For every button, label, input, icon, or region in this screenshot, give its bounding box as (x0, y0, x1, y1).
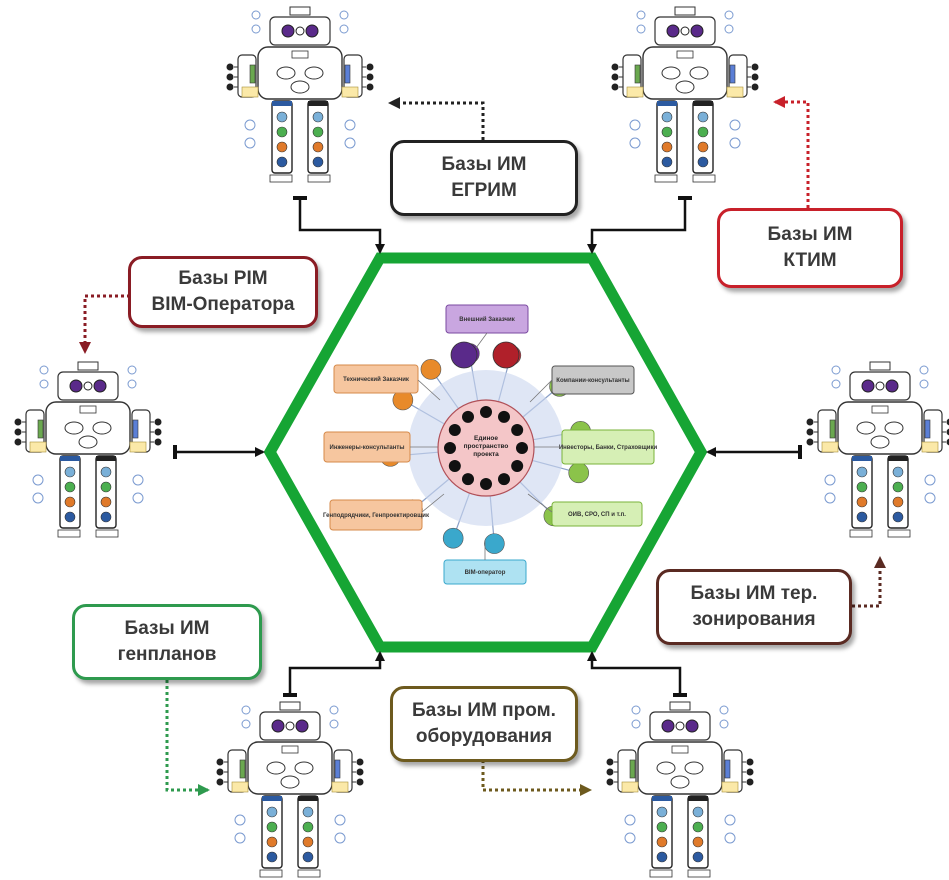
robot-bottom-right (606, 701, 754, 878)
callout-pim-line2: BIM-Оператора (151, 294, 295, 315)
callout-genplan-line1: Базы ИМ (124, 618, 210, 640)
callout-ter-line2: зонирования (692, 609, 816, 630)
hub-node-7: ОИВ, СРО, СП и т.п. (551, 501, 643, 527)
hub-top-red-circle (492, 341, 520, 369)
hub-node-6: Инвесторы, Банки, Страховщики (559, 429, 658, 465)
ter-dotted-connector (852, 556, 886, 608)
hub-dot (511, 424, 524, 436)
callout-genplan-line2: генпланов (117, 644, 217, 665)
hub-node-label: Генподрядчики, Генпроектировщик (323, 513, 429, 519)
callout-ktim: Базы ИМ КТИМ (717, 208, 903, 288)
robot-top-right (611, 6, 759, 183)
hub-outer-circle (484, 533, 505, 554)
pim-dotted-connector (79, 294, 130, 354)
callout-prom-line1: Базы ИМ пром. (412, 700, 556, 722)
hub-dot (448, 460, 461, 472)
hub-outer-circle (442, 527, 464, 549)
hub-dot (462, 473, 474, 486)
prom-dotted-connector (481, 760, 592, 796)
egrim-dotted-connector (388, 97, 485, 140)
hexagon-frame (263, 252, 708, 653)
hub-node-box (551, 501, 643, 527)
callout-prom: Базы ИМ пром. оборудования (390, 686, 578, 762)
hub-node-connector (475, 332, 488, 349)
callout-connectors (79, 96, 886, 796)
hub-node-label: Инвесторы, Банки, Страховщики (559, 445, 658, 451)
hub-node-2: Инженеры-консультанты (323, 431, 411, 463)
robot-right (806, 361, 949, 538)
hub-node-box (329, 499, 423, 531)
hub-dot (462, 410, 474, 423)
connector-top-right (587, 198, 687, 254)
hub-node-connector (417, 379, 441, 401)
callout-pim: Базы PIM BIM-Оператора (128, 256, 318, 328)
hub-center-circle (437, 399, 535, 497)
robot-diagrams (14, 6, 949, 878)
hub-node-label: Инженеры-консультанты (330, 445, 405, 451)
callout-genplan: Базы ИМ генпланов (72, 604, 262, 680)
hub-dot (516, 442, 528, 454)
hub-top-purple-circle (450, 341, 478, 369)
hub-node-connector (527, 493, 553, 513)
hub-node-0: Внешний Заказчик (445, 304, 529, 334)
hub-outer-circle (420, 359, 442, 380)
hub-node-label: Технический Заказчик (343, 376, 409, 383)
hub-outer-circle (568, 462, 590, 484)
callout-egrim-line1: Базы ИМ (441, 154, 527, 176)
hub-node-label: BIM-оператор (465, 570, 506, 576)
callout-ter-line1: Базы ИМ тер. (690, 583, 818, 605)
connector-bottom-right (587, 651, 682, 695)
hub-dot (448, 424, 461, 436)
hub-node-connector (421, 493, 445, 513)
callout-egrim: Базы ИМ ЕГРИМ (390, 140, 578, 216)
hub-dot (480, 478, 492, 490)
connector-top-left (298, 198, 385, 254)
hub-node-4: BIM-оператор (443, 559, 527, 585)
callout-egrim-line2: ЕГРИМ (451, 180, 517, 201)
hub-node-label: ОИВ, СРО, СП и т.п. (568, 512, 626, 518)
hub-dot (480, 406, 492, 418)
hub-node-label: Компании-консультанты (556, 378, 629, 384)
connector-bottom-left (288, 651, 385, 695)
callout-ktim-line1: Базы ИМ (767, 224, 853, 246)
robot-bottom-left (216, 701, 364, 878)
callout-ktim-line2: КТИМ (783, 250, 837, 271)
callout-pim-line1: Базы PIM (178, 268, 268, 290)
hub-node-5: Компании-консультанты (551, 365, 635, 395)
hub-node-3: Генподрядчики, Генпроектировщик (323, 499, 429, 531)
hub-node-1: Технический Заказчик (333, 364, 419, 394)
robot-connectors (173, 196, 802, 697)
robot-top-left (226, 6, 374, 183)
hub-node-connector (529, 379, 553, 403)
hub-dot (444, 442, 456, 454)
ktim-dotted-connector (773, 96, 810, 208)
hub-dot (498, 410, 510, 423)
robot-left (14, 361, 162, 538)
callout-prom-line2: оборудования (415, 726, 553, 747)
hub-node-label: Внешний Заказчик (459, 316, 514, 323)
hub-dot (498, 473, 510, 486)
genplan-dotted-connector (165, 680, 210, 796)
callout-ter: Базы ИМ тер. зонирования (656, 569, 852, 645)
hub-dot (511, 460, 524, 472)
hub-node-box (333, 364, 419, 394)
